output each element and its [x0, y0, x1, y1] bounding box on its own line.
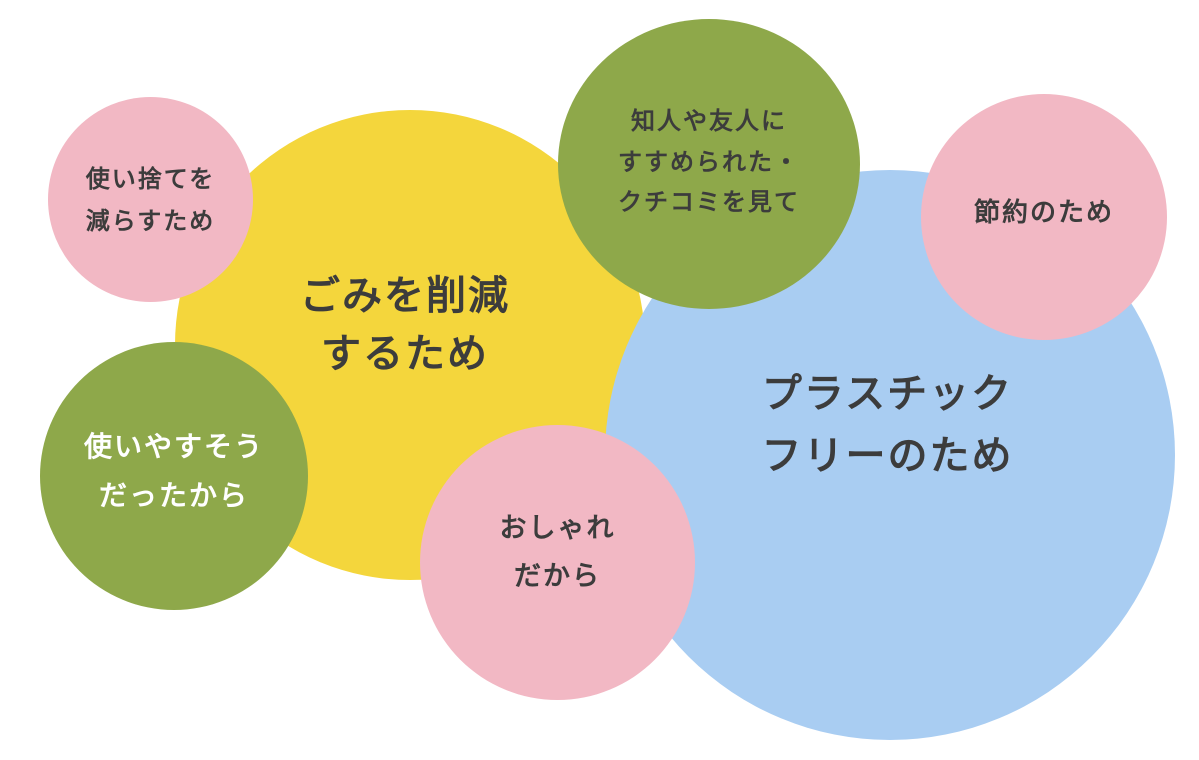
bubble-label: ごみを削減 するため	[300, 273, 510, 377]
bubble-stylish: おしゃれ だから	[420, 425, 695, 700]
bubble-label: 使い捨てを 減らすため	[85, 164, 216, 235]
bubble-easy-to-use: 使いやすそう だったから	[40, 342, 308, 610]
bubble-label: 使いやすそう だったから	[83, 430, 264, 512]
bubble-recommended: 知人や友人に すすめられた・ クチコミを見て	[558, 19, 860, 309]
bubble-label: 知人や友人に すすめられた・ クチコミを見て	[618, 106, 800, 217]
bubble-save-money: 節約のため	[921, 94, 1167, 340]
bubble-label: おしゃれ だから	[499, 513, 616, 592]
bubble-label: 節約のため	[973, 198, 1114, 229]
bubble-label: プラスチック フリーのため	[761, 371, 1014, 479]
bubble-reduce-disposables: 使い捨てを 減らすため	[48, 97, 253, 302]
